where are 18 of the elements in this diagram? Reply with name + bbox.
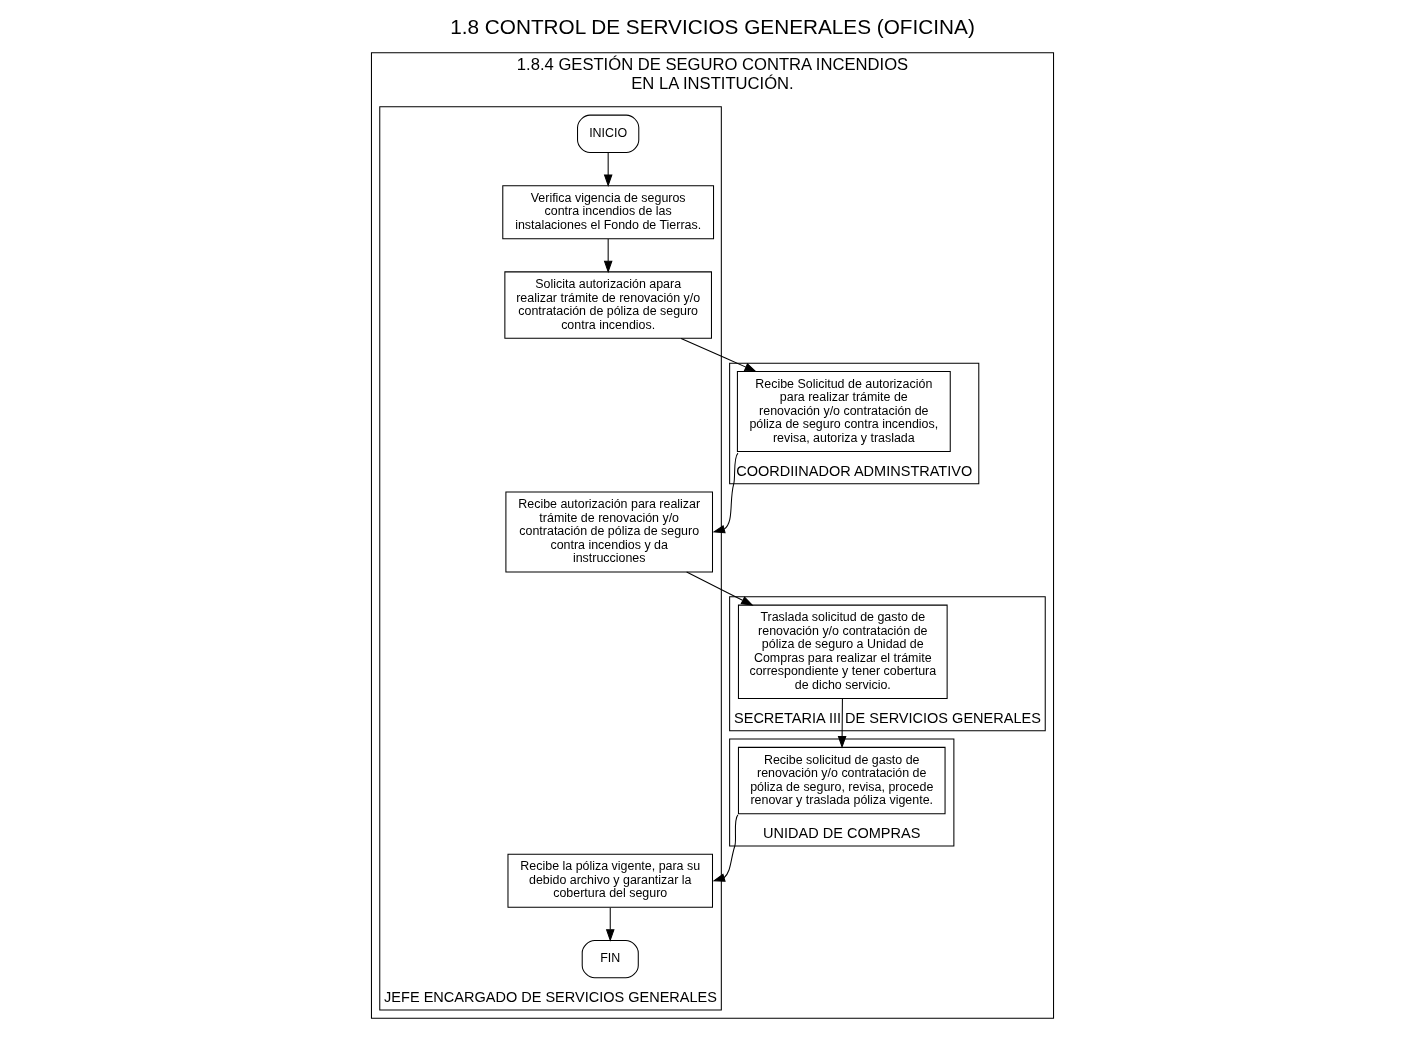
node-box: Solicita autorización apara realizar trámite de renovación y/o contratación de póliza de seguro contra incendios. <box>503 270 712 339</box>
arrow <box>712 452 738 533</box>
arrow <box>605 906 615 942</box>
node-box: Recibe autorización para realizar trámite de renovación y/o contratación de póliza de seguro contra incendios y da instrucciones <box>504 490 713 572</box>
arrow <box>685 571 754 606</box>
arrow <box>837 697 846 749</box>
arrow <box>680 337 757 372</box>
node-box: FIN <box>581 939 639 978</box>
arrow <box>712 813 738 882</box>
node-box: Traslada solicitud de gasto de renovación y/o contratación de póliza de seguro a Unidad de Compras para realizar el trámite correspondiente y tener cobertura de dicho servicio. <box>737 604 948 699</box>
arrow <box>603 238 613 273</box>
node-box: INICIO <box>576 114 639 153</box>
node-box: Verifica vigencia de seguros contra incendios de las instalaciones el Fondo de Tierras. <box>501 184 714 239</box>
node-box: Recibe la póliza vigente, para su debido archivo y garantizar la cobertura del seguro <box>506 853 713 908</box>
arrow <box>603 151 613 187</box>
diagram-title: 1.8 CONTROL DE SERVICIOS GENERALES (OFICINA) <box>449 14 975 38</box>
node-box: Recibe solicitud de gasto de renovación y/o contratación de póliza de seguro, revisa, procede renovar y traslada póliza vigente. <box>737 746 946 814</box>
node-box: Recibe Solicitud de autorización para realizar trámite de renovación y/o contratación de póliza de seguro contra incendios, revisa, autoriza y traslada <box>736 370 951 452</box>
